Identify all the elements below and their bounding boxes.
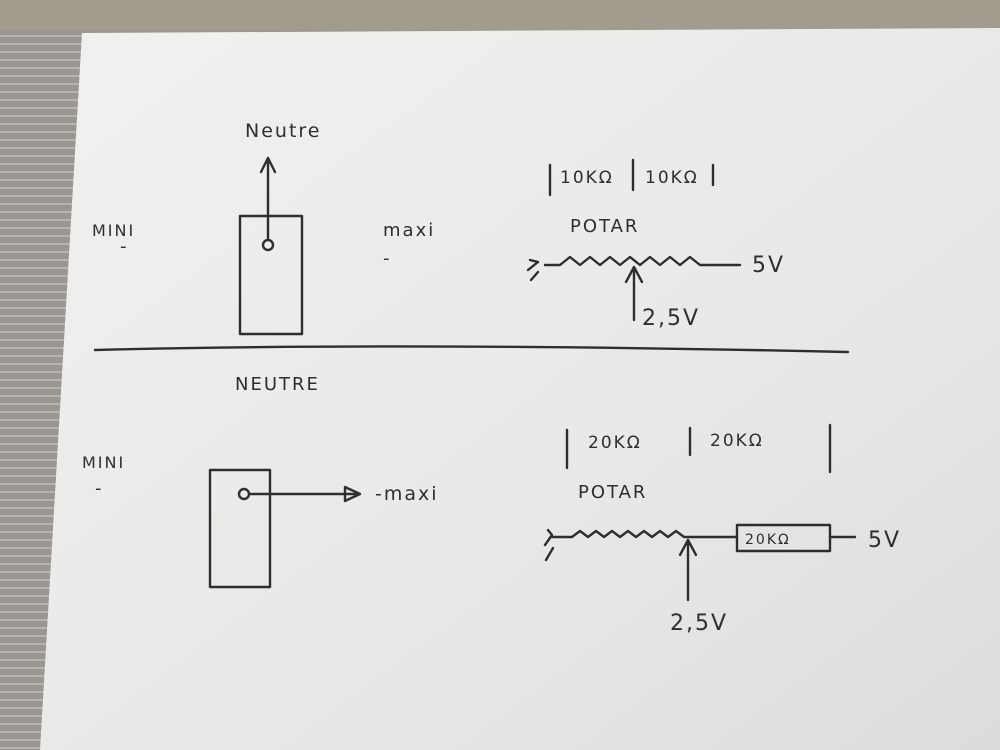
wiper-arrow [678, 538, 698, 602]
potentiometer-symbol [526, 255, 742, 282]
background-strip [0, 0, 1000, 30]
maxi-dash: - [383, 248, 392, 269]
bottom-section: NEUTRE MINI - -maxi 20KΩ 20KΩ POTAR 20KΩ… [82, 374, 901, 636]
mini-dash: - [120, 236, 129, 257]
supply-label: 5V [868, 528, 901, 553]
potentiometer-symbol [543, 528, 739, 562]
resistance-dividers [548, 158, 715, 197]
wiper-voltage-label: 2,5V [670, 611, 728, 636]
mini-dash: - [95, 478, 104, 499]
resistance-left: 10KΩ [560, 168, 614, 188]
mini-label: MINI [82, 453, 125, 472]
top-section: Neutre MINI - maxi - 10KΩ 10KΩ POTAR 5V … [92, 120, 785, 336]
joystick-knob [261, 238, 275, 252]
wiper-voltage-label: 2,5V [642, 306, 700, 331]
resistance-right: 10KΩ [645, 168, 699, 188]
section-divider [93, 345, 850, 354]
joystick-box [238, 214, 304, 336]
neutral-label: NEUTRE [235, 374, 320, 395]
wiper-arrow [624, 265, 644, 322]
potar-label: POTAR [570, 216, 639, 237]
right-arrow [247, 485, 362, 503]
joystick-box [208, 468, 272, 589]
maxi-label: maxi [383, 220, 435, 241]
resistance-left: 20KΩ [588, 433, 642, 453]
up-arrow [259, 156, 277, 242]
resistance-dividers [565, 423, 832, 474]
paper-sheet [40, 28, 1000, 750]
supply-label: 5V [752, 253, 785, 278]
potar-label: POTAR [578, 482, 647, 503]
neutral-label: Neutre [245, 120, 321, 142]
fixed-resistor-label: 20KΩ [745, 532, 791, 548]
resistance-right: 20KΩ [710, 431, 764, 451]
maxi-label: -maxi [375, 483, 439, 505]
mini-label: MINI [92, 221, 135, 240]
